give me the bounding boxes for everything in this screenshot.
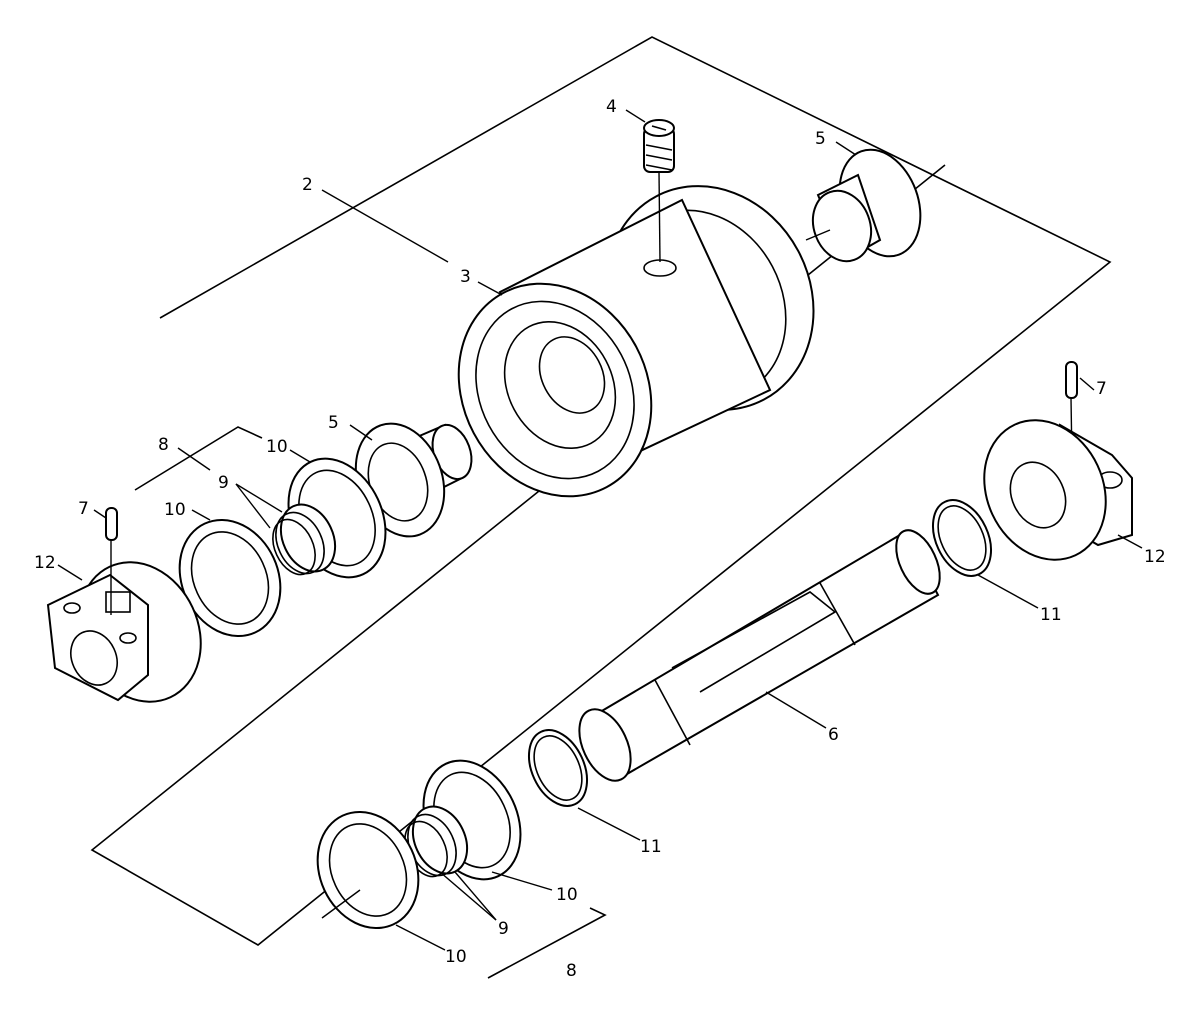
leader-lines (57, 109, 1143, 951)
callout-10-bottom-right: 10 (556, 885, 578, 905)
pin-left (105, 507, 118, 615)
callout-12-right: 12 (1144, 547, 1166, 567)
callout-8-bottom: 8 (566, 961, 577, 981)
callout-7-left: 7 (78, 499, 89, 519)
bracket-seal-set-left (134, 426, 263, 491)
callout-10-top-left: 10 (266, 437, 288, 457)
callout-9-bottom: 9 (498, 919, 509, 939)
bushing-left (354, 422, 473, 538)
bushing-right (811, 148, 922, 263)
collar-left (46, 561, 202, 703)
callout-4: 4 (606, 97, 617, 117)
callout-12-left: 12 (34, 553, 56, 573)
callout-11-right: 11 (1040, 605, 1062, 625)
callout-7-right: 7 (1096, 379, 1107, 399)
o-ring-shaft-left (527, 729, 589, 807)
callout-6: 6 (828, 725, 839, 745)
shaft (578, 529, 941, 782)
callout-10-bottom-left: 10 (445, 947, 467, 967)
roller-body (457, 185, 815, 498)
callout-8-left: 8 (158, 435, 169, 455)
callout-5-left: 5 (328, 413, 339, 433)
callout-11-left: 11 (640, 837, 662, 857)
o-ring-pair-left (272, 503, 337, 576)
o-ring-shaft-right (931, 499, 993, 577)
pin-right (1065, 361, 1078, 463)
plug-screw (643, 119, 675, 263)
callout-3: 3 (460, 267, 471, 287)
callout-5-right: 5 (815, 129, 826, 149)
callout-2: 2 (302, 175, 313, 195)
seal-ring-lower-bottom (316, 810, 420, 930)
collar-right (983, 419, 1133, 561)
callout-9-left: 9 (218, 473, 229, 493)
callout-10-mid-left: 10 (164, 500, 186, 520)
bracket-seal-set-bottom (487, 907, 607, 979)
bracket-upper-assembly (90, 36, 1112, 946)
